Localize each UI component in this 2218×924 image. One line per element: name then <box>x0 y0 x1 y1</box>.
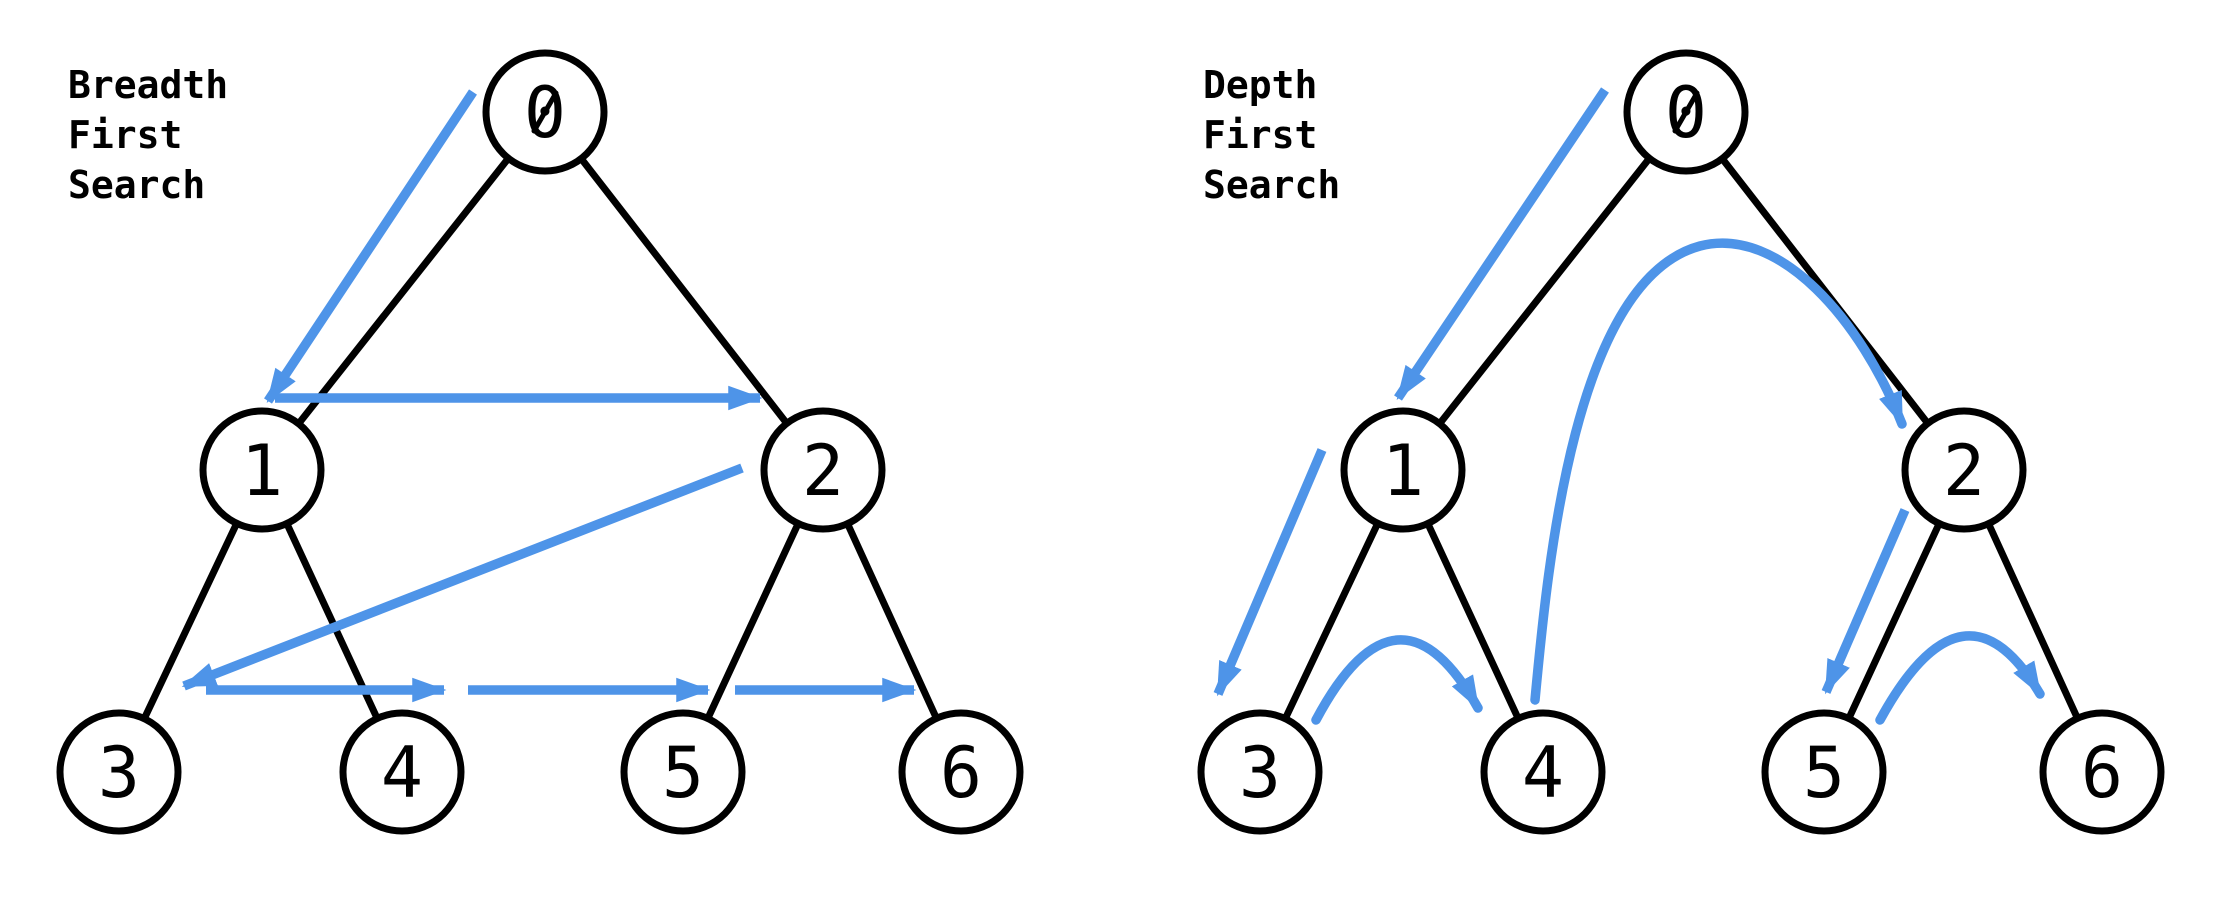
dfs-node-5-label: 5 <box>1803 732 1845 814</box>
dfs-node-3-label: 3 <box>1239 732 1281 814</box>
dfs-node-0-zero-slash <box>1672 90 1700 134</box>
dfs-node-3: 3 <box>1197 709 1323 835</box>
bfs-arrow-0-1 <box>264 89 477 404</box>
bfs-node-0: 0 <box>482 49 608 175</box>
bfs-node-2-label: 2 <box>802 430 844 512</box>
bfs-node-6-label: 6 <box>940 732 982 814</box>
bfs-node-5-label: 5 <box>662 732 704 814</box>
bfs-node-1-label: 1 <box>241 430 283 512</box>
dfs-title-line-2: First <box>1203 113 1317 157</box>
dfs-node-2: 2 <box>1901 407 2027 533</box>
dfs-arrow-4-2 <box>1530 238 1907 705</box>
dfs-arrow-1-3 <box>1213 448 1327 697</box>
bfs-node-3-label: 3 <box>98 732 140 814</box>
bfs-node-1: 1 <box>199 407 325 533</box>
dfs-node-2-circle <box>1901 407 2027 533</box>
dfs-node-6-circle <box>2039 709 2165 835</box>
bfs-node-4-label: 4 <box>381 732 423 814</box>
dfs-node-4-label: 4 <box>1522 732 1564 814</box>
dfs-arrow-3-4 <box>1311 635 1483 725</box>
dfs-node-1-label: 1 <box>1382 430 1424 512</box>
dfs-node-6: 6 <box>2039 709 2165 835</box>
bfs-edge-0-1 <box>259 109 548 473</box>
bfs-node-4: 4 <box>339 709 465 835</box>
bfs-node-3: 3 <box>56 709 182 835</box>
dfs-diagram: Depth First Search 0 1 2 3 4 <box>1197 49 2165 835</box>
dfs-node-2-label: 2 <box>1943 430 1985 512</box>
dfs-arrow-5-6 <box>1875 631 2045 725</box>
bfs-node-3-circle <box>56 709 182 835</box>
dfs-edge-0-1 <box>1400 109 1689 473</box>
bfs-node-1-circle <box>199 407 325 533</box>
bfs-node-0-zero-slash <box>531 90 559 134</box>
dfs-arrow-0-1 <box>1394 87 1609 401</box>
dfs-node-4: 4 <box>1480 709 1606 835</box>
dfs-arrow-2-5 <box>1821 508 1910 695</box>
bfs-node-4-circle <box>339 709 465 835</box>
bfs-node-2: 2 <box>760 407 886 533</box>
dfs-node-1: 1 <box>1340 407 1466 533</box>
dfs-node-4-circle <box>1480 709 1606 835</box>
dfs-node-3-circle <box>1197 709 1323 835</box>
dfs-node-0: 0 <box>1623 49 1749 175</box>
dfs-node-5-circle <box>1761 709 1887 835</box>
bfs-edge-0-2 <box>542 109 826 473</box>
dfs-title-line-1: Depth <box>1203 63 1317 107</box>
bfs-title-line-1: Breadth <box>68 63 228 107</box>
dfs-title-line-3: Search <box>1203 163 1340 207</box>
dfs-node-6-label: 6 <box>2081 732 2123 814</box>
bfs-node-5: 5 <box>620 709 746 835</box>
dfs-node-1-circle <box>1340 407 1466 533</box>
bfs-node-2-circle <box>760 407 886 533</box>
bfs-arrow-2-3 <box>181 463 744 691</box>
bfs-diagram: Breadth First Search 0 1 2 3 4 <box>56 49 1024 835</box>
dfs-node-5: 5 <box>1761 709 1887 835</box>
bfs-title-line-3: Search <box>68 163 205 207</box>
bfs-node-6: 6 <box>898 709 1024 835</box>
dfs-edge-0-2 <box>1683 109 1967 473</box>
bfs-node-5-circle <box>620 709 746 835</box>
bfs-node-6-circle <box>898 709 1024 835</box>
bfs-title-line-2: First <box>68 113 182 157</box>
